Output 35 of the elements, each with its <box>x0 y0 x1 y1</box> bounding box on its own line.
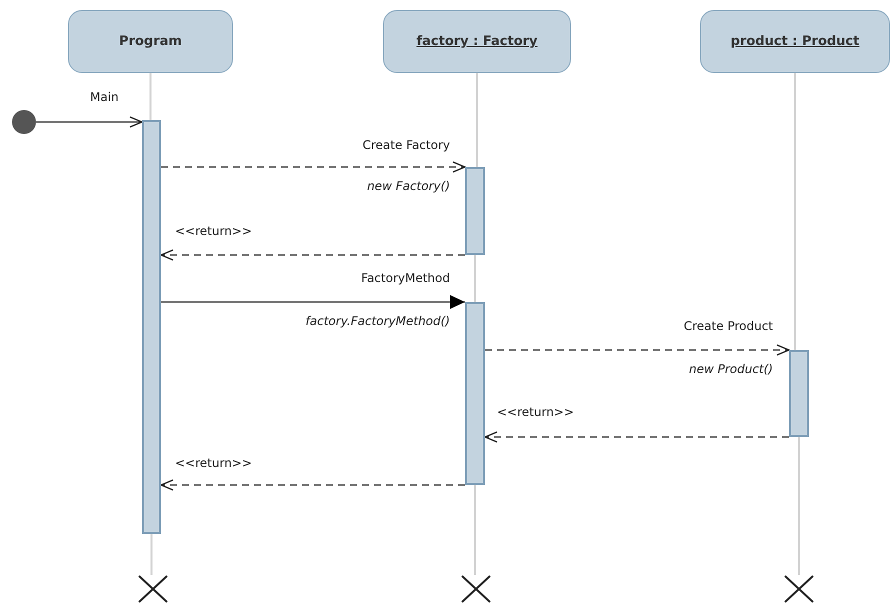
lifeline <box>798 437 800 575</box>
message-arrow <box>161 295 465 309</box>
lifeline-header: product : Product <box>700 10 890 73</box>
message-arrow <box>485 344 790 356</box>
lifeline <box>474 255 476 302</box>
destruction-mark <box>138 575 168 603</box>
edge-label: <<return>> <box>497 405 574 419</box>
lifeline <box>476 73 478 167</box>
message-arrow <box>484 431 789 443</box>
edge-label: Create Factory <box>362 138 450 152</box>
message-arrow <box>160 479 465 491</box>
destruction-mark <box>461 575 491 603</box>
start-point <box>12 110 36 134</box>
method-call-label: new Product() <box>688 362 773 376</box>
method-call-label: factory.FactoryMethod() <box>306 314 450 328</box>
message-arrow <box>36 116 143 128</box>
lifeline-header: Program <box>68 10 233 73</box>
message-arrow <box>161 161 466 173</box>
edge-label: <<return>> <box>175 224 252 238</box>
activation-bar <box>142 120 161 534</box>
edge-label: <<return>> <box>175 456 252 470</box>
edge-label: FactoryMethod <box>361 271 450 285</box>
activation-bar <box>789 350 809 437</box>
activation-bar <box>465 167 485 255</box>
lifeline <box>150 73 152 120</box>
lifeline-header: factory : Factory <box>383 10 571 73</box>
edge-label: Create Product <box>684 319 773 333</box>
activation-bar <box>465 302 485 485</box>
edge-label: Main <box>90 90 119 104</box>
lifeline <box>474 485 476 575</box>
message-arrow <box>160 249 465 261</box>
lifeline <box>794 73 796 350</box>
method-call-label: new Factory() <box>367 179 450 193</box>
destruction-mark <box>784 575 814 603</box>
lifeline <box>150 534 152 575</box>
